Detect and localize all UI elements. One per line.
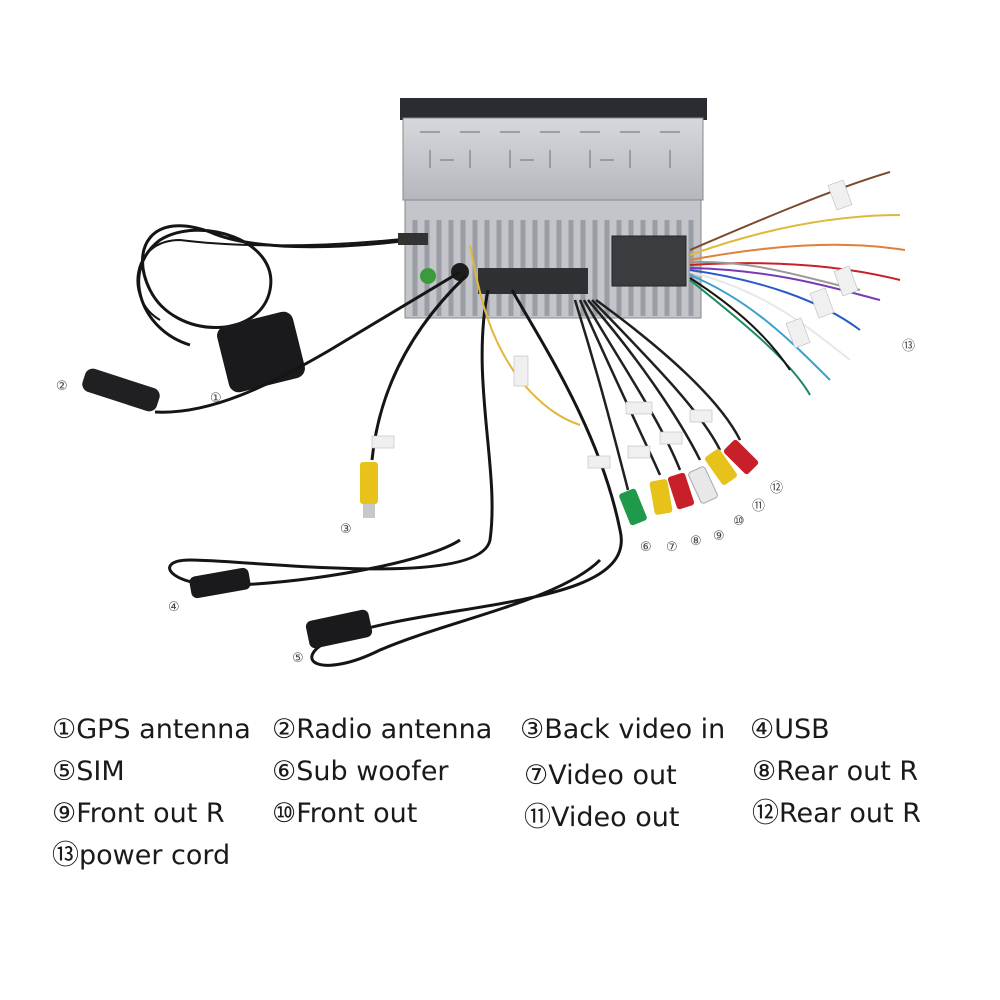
legend-number: ② [272, 714, 297, 745]
callout-13: ⑬ [902, 339, 915, 354]
callout-10: ⑩ [733, 514, 745, 529]
rca-plug-red-12 [723, 439, 759, 475]
head-unit [400, 98, 707, 319]
legend-label: Front out [296, 798, 418, 829]
legend-number: ⑩ [272, 798, 297, 829]
legend-label: Video out [548, 760, 677, 791]
legend-item-video-out-2: ⑪Video out [524, 800, 679, 836]
legend-item-front-out-r: ⑨Front out R [52, 796, 225, 832]
legend-item-rear-out-r: ⑧Rear out R [752, 754, 918, 790]
legend-item-sub-woofer: ⑥Sub woofer [272, 754, 449, 790]
amp-wire [469, 244, 581, 426]
legend-label: Rear out R [776, 756, 919, 787]
rca-plug-red-8 [667, 472, 695, 510]
legend-item-gps-antenna: ①GPS antenna [52, 712, 251, 748]
legend-label: SIM [76, 756, 125, 787]
back-video-in-cable [360, 274, 468, 518]
legend: ①GPS antenna ②Radio antenna ③Back video … [52, 712, 952, 882]
callout-3: ③ [340, 522, 352, 537]
legend-item-power-cord: ⑬power cord [52, 838, 230, 874]
legend-number: ⑫ [752, 798, 779, 829]
rca-plug-green-6 [619, 488, 647, 526]
callout-8: ⑧ [690, 534, 702, 549]
rca-bundle [573, 298, 759, 526]
rca-plug-yellow-10 [705, 449, 737, 485]
legend-number: ① [52, 714, 77, 745]
rca-plug-yellow-7 [649, 479, 673, 515]
legend-item-radio-antenna: ②Radio antenna [272, 712, 492, 748]
legend-label: USB [774, 714, 830, 745]
wire-tag [513, 355, 529, 387]
legend-item-sim: ⑤SIM [52, 754, 125, 790]
legend-number: ⑬ [52, 840, 79, 871]
legend-number: ⑧ [752, 756, 777, 787]
callout-numbers: ① ② ③ ④ ⑤ ⑥ ⑦ ⑧ ⑨ ⑩ ⑪ ⑫ ⑬ [56, 339, 915, 666]
legend-label: Video out [551, 802, 680, 833]
legend-label: Back video in [544, 714, 726, 745]
usb-cable [168, 289, 494, 599]
legend-item-rear-out-r-2: ⑫Rear out R [752, 796, 921, 832]
callout-9: ⑨ [713, 529, 725, 544]
gps-antenna [136, 224, 428, 393]
callout-6: ⑥ [640, 540, 652, 555]
legend-number: ⑪ [524, 802, 551, 833]
callout-7: ⑦ [666, 540, 678, 555]
legend-number: ⑨ [52, 798, 77, 829]
callout-1: ① [210, 391, 222, 406]
legend-item-back-video-in: ③Back video in [520, 712, 725, 748]
legend-number: ④ [750, 714, 775, 745]
legend-item-usb: ④USB [750, 712, 830, 748]
legend-label: Front out R [76, 798, 225, 829]
legend-item-video-out: ⑦Video out [524, 758, 677, 794]
sim-cable [305, 289, 623, 667]
power-cord-harness [689, 171, 906, 396]
callout-5: ⑤ [292, 651, 304, 666]
legend-number: ⑥ [272, 756, 297, 787]
rca-plug-white-9 [688, 466, 718, 504]
callout-2: ② [56, 379, 68, 394]
legend-number: ③ [520, 714, 545, 745]
legend-number: ⑤ [52, 756, 77, 787]
legend-label: Radio antenna [296, 714, 493, 745]
callout-12: ⑫ [770, 481, 783, 496]
wiring-diagram: ① ② ③ ④ ⑤ ⑥ ⑦ ⑧ ⑨ ⑩ ⑪ ⑫ ⑬ [56, 98, 915, 667]
callout-4: ④ [168, 600, 180, 615]
radio-antenna [82, 270, 461, 414]
legend-label: GPS antenna [76, 714, 251, 745]
callout-11: ⑪ [752, 499, 765, 514]
legend-label: Rear out R [779, 798, 921, 829]
legend-number: ⑦ [524, 760, 549, 791]
legend-label: Sub woofer [296, 756, 449, 787]
legend-item-front-out: ⑩Front out [272, 796, 417, 832]
legend-label: power cord [79, 840, 231, 871]
